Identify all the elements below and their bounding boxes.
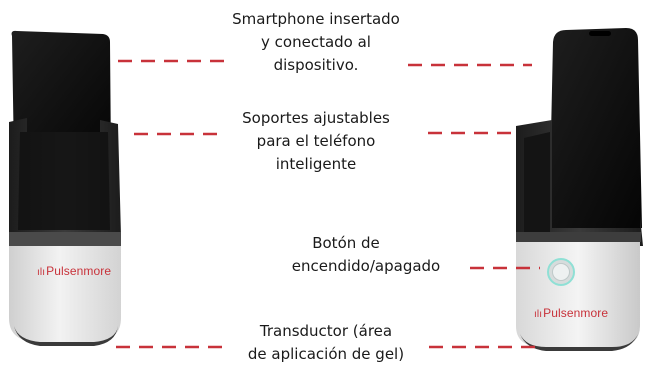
brand-logo-left: ılıPulsenmore <box>37 264 111 278</box>
label-supports-line2: para el teléfono <box>256 132 376 150</box>
transducer-left <box>14 326 118 346</box>
brand-logo-right: ılıPulsenmore <box>534 306 608 320</box>
device-body-right <box>516 242 640 347</box>
brand-name-right: Pulsenmore <box>543 306 609 320</box>
device-left <box>9 30 121 346</box>
label-transducer-line2: de aplicación de gel) <box>247 345 405 363</box>
device-right <box>516 28 643 351</box>
brand-symbol-left: ılı <box>37 267 46 278</box>
device-body-left <box>9 246 121 342</box>
power-button <box>547 258 575 286</box>
transducer-right <box>520 334 638 351</box>
label-power-button-line1: Botón de <box>312 234 380 252</box>
phone-notch <box>589 31 611 36</box>
label-smartphone-line2: y conectado al <box>261 33 371 51</box>
label-supports: Soportes ajustables para el teléfono int… <box>196 107 436 176</box>
label-power-button: Botón de encendido/apagado <box>256 232 476 278</box>
phone-left <box>11 30 111 160</box>
label-transducer-line1: Transductor (área <box>259 322 393 340</box>
label-supports-line1: Soportes ajustables <box>242 109 390 127</box>
label-smartphone-line1: Smartphone insertado <box>232 10 400 28</box>
phone-right <box>549 28 642 228</box>
brand-symbol-right: ılı <box>534 309 543 320</box>
label-power-button-line2: encendido/apagado <box>291 257 441 275</box>
label-transducer: Transductor (área de aplicación de gel) <box>226 320 426 366</box>
leader-lines <box>116 59 540 349</box>
label-smartphone-line3: dispositivo. <box>273 56 359 74</box>
label-supports-line3: inteligente <box>275 155 357 173</box>
label-smartphone: Smartphone insertado y conectado al disp… <box>196 8 436 77</box>
brand-name-left: Pulsenmore <box>46 264 112 278</box>
